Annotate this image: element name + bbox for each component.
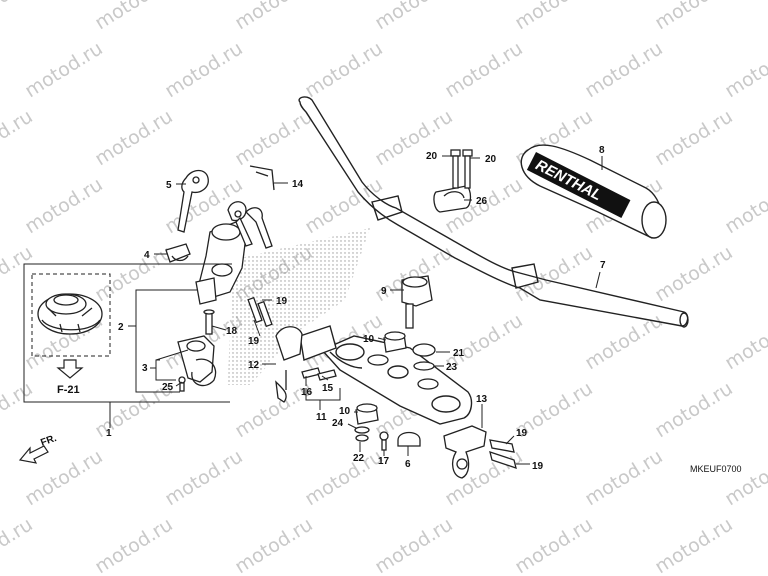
watermark-text: motod.ru (511, 513, 597, 576)
bushings (354, 331, 439, 442)
switch-bracket (177, 335, 217, 392)
watermark-text: motod.ru (441, 37, 527, 102)
callout-22: 22 (353, 453, 365, 464)
callout-4: 4 (144, 250, 150, 261)
watermark-text: motod.ru (511, 0, 597, 34)
key-set (177, 169, 273, 249)
watermark-text: motod.ru (581, 309, 667, 374)
watermark-text: motod.ru (651, 105, 737, 170)
watermark-text: motod.ru (21, 173, 107, 238)
callout-12: 12 (248, 360, 260, 371)
callout-19a: 19 (276, 296, 288, 307)
callout-8: 8 (599, 145, 605, 156)
watermark-text: motod.ru (721, 37, 768, 102)
switch-stay (249, 165, 275, 191)
callout-20b: 20 (485, 154, 497, 165)
callout-7: 7 (600, 260, 606, 271)
figure-ref: F-21 (57, 384, 80, 396)
watermark-text: motod.ru (161, 37, 247, 102)
watermark-text: motod.ru (0, 377, 37, 442)
front-indicator: FR. (39, 433, 58, 449)
watermark-text: motod.ru (91, 0, 177, 34)
small-mount (275, 326, 337, 403)
watermark-text: motod.ru (0, 0, 37, 34)
watermark-text: motod.ru (91, 513, 177, 576)
callout-19c: 19 (516, 428, 528, 439)
cable-guide (443, 425, 517, 479)
switch-bolts (203, 296, 273, 335)
top-bridge (299, 325, 473, 425)
handlebar (298, 96, 689, 328)
front-arrow: FR. (18, 433, 58, 464)
handlebar-holder (433, 185, 472, 213)
callout-16: 16 (301, 387, 313, 398)
watermark-text: motod.ru (581, 37, 667, 102)
watermark-text: motod.ru (721, 173, 768, 238)
callout-17: 17 (378, 456, 390, 467)
watermark-text: motod.ru (231, 0, 317, 34)
watermark-text: motod.ru (231, 105, 317, 170)
holder-bolts (450, 149, 473, 189)
callout-11: 11 (316, 412, 327, 423)
callout-2: 2 (118, 322, 124, 333)
shaded-projection (228, 228, 370, 385)
callout-25: 25 (162, 382, 174, 393)
watermark-text: motod.ru (651, 377, 737, 442)
watermark-text: motod.ru (371, 105, 457, 170)
callout-20a: 20 (426, 151, 438, 162)
ignition-switch (195, 221, 247, 305)
callout-21: 21 (453, 348, 465, 359)
callout-3: 3 (142, 363, 148, 374)
cap-detail-box: F-21 (31, 273, 111, 396)
watermark-text: motod.ru (581, 445, 667, 510)
watermark-text: motod.ru (231, 513, 317, 576)
watermark-text: motod.ru (721, 309, 768, 374)
diagram-code: MKEUF0700 (690, 464, 742, 474)
callout-14: 14 (292, 179, 304, 190)
watermark-text: motod.ru (301, 37, 387, 102)
watermark-text: motod.ru (0, 513, 37, 576)
callout-9: 9 (381, 286, 387, 297)
watermark-text: motod.ru (721, 445, 768, 510)
callout-24: 24 (332, 418, 344, 429)
leader-lines (23, 155, 603, 465)
watermark-text: motod.ru (651, 513, 737, 576)
watermark-text: motod.ru (21, 37, 107, 102)
watermark-text: motod.ru (161, 445, 247, 510)
callout-23: 23 (446, 362, 458, 373)
watermark-text: motod.ru (651, 241, 737, 306)
callout-10b: 10 (339, 406, 351, 417)
callout-18: 18 (226, 326, 238, 337)
watermark-text: motod.ru (301, 445, 387, 510)
callout-labels: 1 2 3 4 5 6 7 8 9 10 10 11 12 13 14 15 1… (106, 145, 606, 472)
watermark-text: motod.ru (0, 105, 37, 170)
watermark-text: motod.ru (371, 513, 457, 576)
callout-19d: 19 (532, 461, 544, 472)
callout-1: 1 (106, 428, 112, 439)
callout-5: 5 (166, 180, 172, 191)
callout-26: 26 (476, 196, 488, 207)
callout-10a: 10 (363, 334, 375, 345)
callout-19b: 19 (248, 336, 260, 347)
callout-13: 13 (476, 394, 488, 405)
watermark-text: motod.ru (371, 0, 457, 34)
watermark-text: motod.ru (91, 105, 177, 170)
clip (165, 243, 191, 263)
wire-clamp (379, 431, 421, 451)
handlebar-pad: RENTHAL (520, 144, 667, 239)
watermark-text: motod.ru (0, 241, 37, 306)
watermark-text: motod.ru (651, 0, 737, 34)
callout-6: 6 (405, 459, 411, 470)
handlebar-lower-holder (401, 275, 433, 329)
callout-15: 15 (322, 383, 334, 394)
